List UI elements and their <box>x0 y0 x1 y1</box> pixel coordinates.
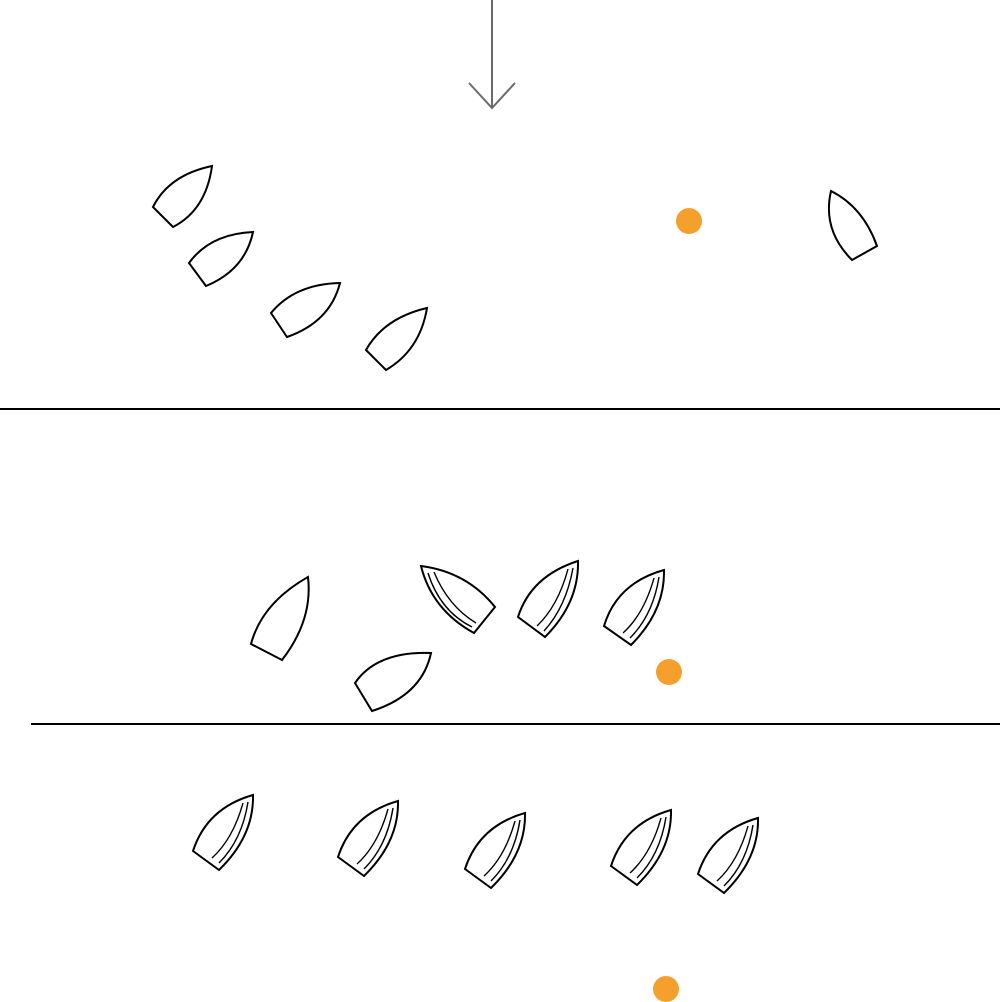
seed-with-lines <box>609 808 673 887</box>
seed <box>249 575 310 662</box>
down-arrow-icon <box>468 0 516 110</box>
panel-middle <box>249 559 682 713</box>
marker-dot <box>653 976 679 1002</box>
seed <box>151 164 214 229</box>
seed-with-lines <box>336 799 400 878</box>
seed-with-lines <box>696 816 760 895</box>
seed <box>269 281 342 339</box>
seed-with-lines <box>191 793 255 872</box>
seed <box>364 306 429 372</box>
seed <box>187 230 255 288</box>
seed-with-lines <box>419 564 497 635</box>
seed-with-lines <box>516 559 580 639</box>
seed-with-lines <box>602 568 666 647</box>
panel-bottom <box>191 793 760 1002</box>
panel-top <box>151 164 879 372</box>
seed-with-lines <box>463 811 527 890</box>
seed <box>827 189 879 262</box>
marker-dot <box>676 208 702 234</box>
seed <box>353 651 433 713</box>
marker-dot <box>656 659 682 685</box>
